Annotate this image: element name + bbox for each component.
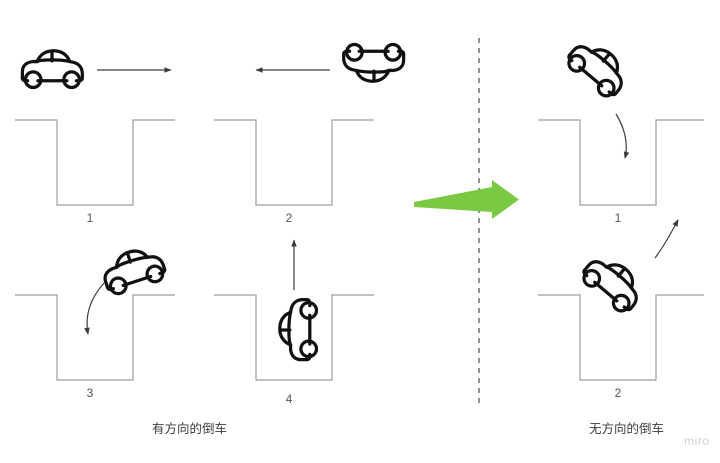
slot-number-left-3: 3 bbox=[86, 386, 94, 400]
left-section-caption: 有方向的倒车 bbox=[152, 422, 228, 436]
car-icon-left-3 bbox=[97, 241, 170, 299]
car-icon-left-1 bbox=[20, 49, 84, 90]
slot-number-left-4: 4 bbox=[285, 392, 293, 406]
parking-slot-right-1 bbox=[538, 119, 704, 206]
slot-number-left-1: 1 bbox=[86, 211, 94, 225]
car-icon-right-1 bbox=[561, 32, 635, 103]
parking-slot-left-2 bbox=[214, 119, 374, 206]
parking-slot-left-1 bbox=[15, 119, 175, 206]
parking-slot-right-2 bbox=[538, 294, 704, 381]
parking-slot-left-4 bbox=[214, 294, 374, 381]
slot-number-right-2: 2 bbox=[614, 386, 622, 400]
motion-arrow-right-1 bbox=[615, 113, 630, 159]
slot-number-right-1: 1 bbox=[614, 211, 622, 225]
right-section-caption: 无方向的倒车 bbox=[589, 422, 665, 436]
car-icon-right-2 bbox=[576, 247, 650, 318]
car-icon-left-2 bbox=[342, 42, 406, 83]
car-icon-left-4 bbox=[278, 298, 319, 362]
green-transition-arrow bbox=[414, 180, 519, 219]
parking-slot-left-3 bbox=[15, 294, 175, 381]
motion-arrow-left-3 bbox=[84, 282, 105, 335]
slot-number-left-2: 2 bbox=[285, 211, 293, 225]
miro-watermark: miro bbox=[684, 434, 710, 448]
motion-arrow-right-2 bbox=[654, 219, 679, 259]
